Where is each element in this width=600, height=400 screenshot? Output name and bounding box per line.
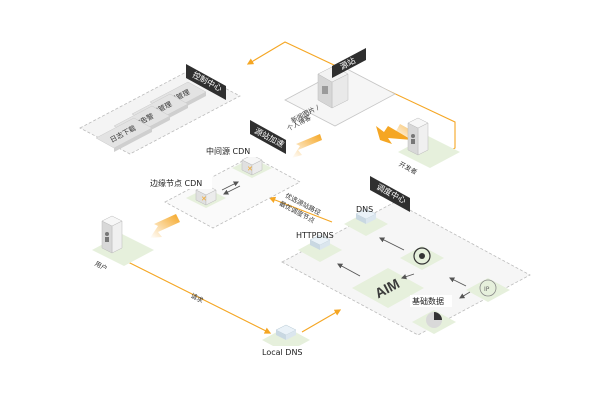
mid-cdn-node[interactable]: ✕ [232,154,272,178]
mid-to-edge-arrow [223,185,241,195]
user-to-localdns-line [127,261,272,334]
localdns-to-scheduling-line [301,309,342,333]
developer-person-icon [411,134,415,138]
target-icon [413,247,431,265]
developer-to-origin-arrow [376,126,412,144]
user-person-icon [105,232,109,236]
control-menu-item-logs[interactable]: 日志下载 [95,117,153,152]
cdn-cross-icon: ✕ [201,195,207,203]
ip-badge: IP [484,286,490,293]
scheduling-center: DNS HTTPDNS AIM IP [281,176,531,336]
acceleration-to-user-arrow [150,214,180,238]
httpdns-node[interactable]: HTTPDNS [296,231,342,262]
local-dns-label: Local DNS [262,348,303,357]
scheduling-panel [281,201,531,336]
developer-node[interactable]: 开发者 [397,117,460,177]
dns-node[interactable]: DNS [344,205,388,236]
ip-node: IP [466,278,510,302]
fade-arrows [150,124,418,238]
mid-cdn-label: 中间源 CDN [206,146,250,156]
base-data-label: 基础数据 [412,296,444,306]
origin-site: 新闻图片 / 个人博客 源站 [284,48,396,133]
acceleration-panel: ✕ ✕ 中间源 CDN 边缘节点 CDN 源站加速 [148,120,301,229]
httpdns-label: HTTPDNS [296,231,334,240]
globe-icon [479,279,497,297]
scheduling-to-acceleration-line [268,196,333,223]
dns-label: DNS [356,205,373,214]
user-label: 用户 [93,259,109,273]
request-label: 请求 [189,291,205,305]
target-node [400,246,444,270]
user-node[interactable]: 用户 [92,215,154,273]
developer-label: 开发者 [397,159,419,176]
edge-to-mid-arrow [221,181,239,191]
control-center: 配置管理 内容管理 监控告警 日志下载 控制中心 [79,64,241,155]
edge-cdn-label: 边缘节点 CDN [150,178,202,188]
local-dns-node[interactable]: Local DNS [258,324,314,358]
cdn-cross-icon: ✕ [247,165,253,173]
base-data-node: 基础数据 [410,295,456,334]
origin-to-acceleration-arrow [292,134,322,158]
edge-cdn-node[interactable]: ✕ [186,184,226,208]
